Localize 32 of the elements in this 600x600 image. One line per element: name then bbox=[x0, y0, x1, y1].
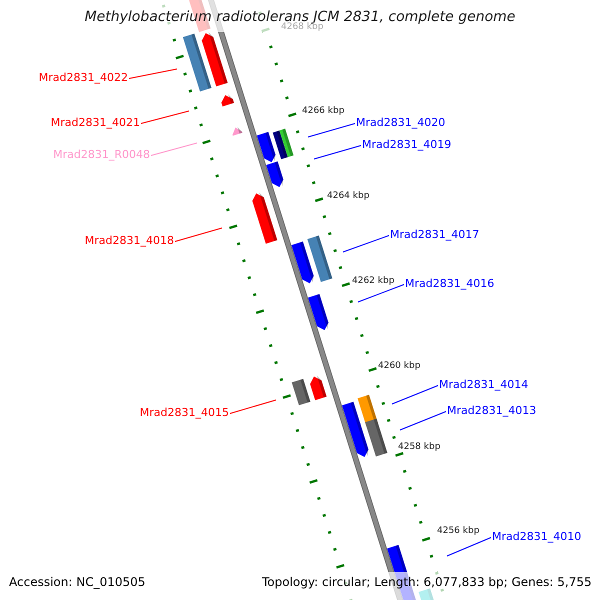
leader-line bbox=[314, 145, 362, 160]
gene-label: Mrad2831_4021 bbox=[50, 116, 140, 129]
gene-label: Mrad2831_4014 bbox=[439, 378, 528, 391]
leader-line bbox=[174, 228, 222, 242]
gene-label: Mrad2831_4015 bbox=[140, 406, 229, 419]
leader-line bbox=[342, 235, 390, 252]
leader-line bbox=[140, 110, 190, 124]
gene-label: Mrad2831_4020 bbox=[356, 116, 446, 129]
scale-label: 4264 kbp bbox=[327, 190, 370, 202]
scale-label: 4258 kbp bbox=[398, 442, 440, 452]
genome-info-text: Topology: circular; Length: 6,077,833 bp; Genes: 5,755 bbox=[262, 574, 592, 590]
gene-label: Mrad2831_4010 bbox=[492, 530, 582, 543]
scale-label: 4260 kbp bbox=[378, 360, 420, 372]
gene-label: Mrad2831_R0048 bbox=[53, 148, 150, 161]
leader-line bbox=[150, 142, 198, 156]
leader-line bbox=[308, 123, 356, 138]
gene-label: Mrad2831_4022 bbox=[38, 71, 128, 84]
scale-label: 4262 kbp bbox=[352, 276, 394, 286]
gene-label: Mrad2831_4019 bbox=[362, 138, 452, 151]
leader-line bbox=[392, 385, 438, 404]
leader-line bbox=[400, 411, 446, 430]
accession-text: Accession: NC_010505 bbox=[9, 574, 146, 590]
gene-label: Mrad2831_4018 bbox=[84, 234, 174, 247]
gene-label: Mrad2831_4013 bbox=[447, 404, 536, 417]
leader-line bbox=[358, 284, 404, 302]
gene-label: Mrad2831_4016 bbox=[405, 277, 494, 290]
leader-line bbox=[128, 68, 178, 79]
gene-label: Mrad2831_4017 bbox=[390, 228, 480, 241]
scale-label: 4256 kbp bbox=[437, 526, 480, 536]
scale-label: 4266 kbp bbox=[302, 106, 344, 116]
leader-line bbox=[446, 537, 492, 556]
leader-line bbox=[230, 400, 276, 414]
